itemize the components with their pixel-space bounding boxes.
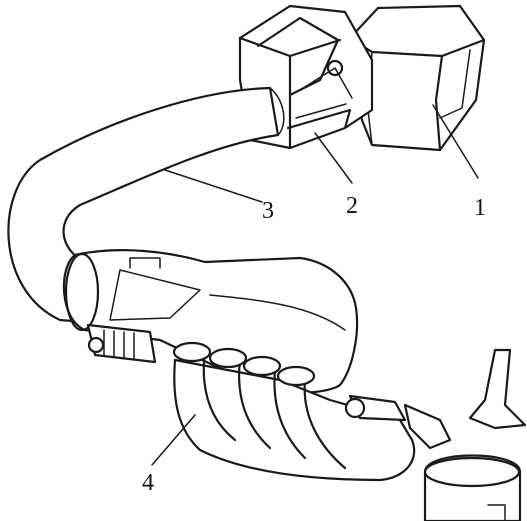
label-intake-duct: 3: [262, 198, 274, 224]
intake-valve: [468, 348, 527, 430]
intake-manifold: [172, 341, 416, 482]
leader-line-3: [164, 169, 263, 203]
idle-control-valve: [86, 323, 157, 364]
label-air-cleaner: 1: [474, 195, 486, 221]
fuel-injector: [344, 394, 452, 450]
label-intake-manifold: 4: [142, 470, 154, 496]
piston: [423, 454, 522, 521]
leader-line-4: [151, 414, 196, 466]
leader-line-1: [432, 104, 479, 179]
leader-line-2: [314, 132, 353, 184]
plenum-chamber: [62, 249, 359, 395]
label-throttle-body: 2: [346, 193, 358, 219]
leader-lines: [151, 104, 479, 466]
